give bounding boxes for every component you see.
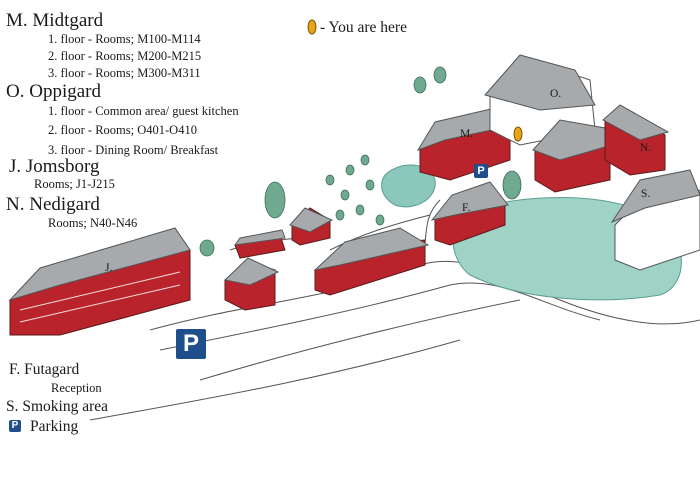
building-small-1	[223, 257, 280, 311]
building-nedigard	[602, 104, 670, 176]
you-are-here-marker	[513, 126, 523, 142]
parking-icon-large: P	[176, 329, 206, 359]
building-central	[532, 119, 613, 193]
building-futagard	[430, 181, 509, 246]
building-smoking-area	[610, 169, 700, 271]
building-small-4	[233, 229, 286, 259]
parking-icon-small: P	[474, 164, 488, 178]
building-jomsborg	[8, 227, 191, 336]
trees	[199, 61, 527, 257]
building-small-2	[313, 227, 430, 296]
building-small-3	[289, 207, 334, 246]
